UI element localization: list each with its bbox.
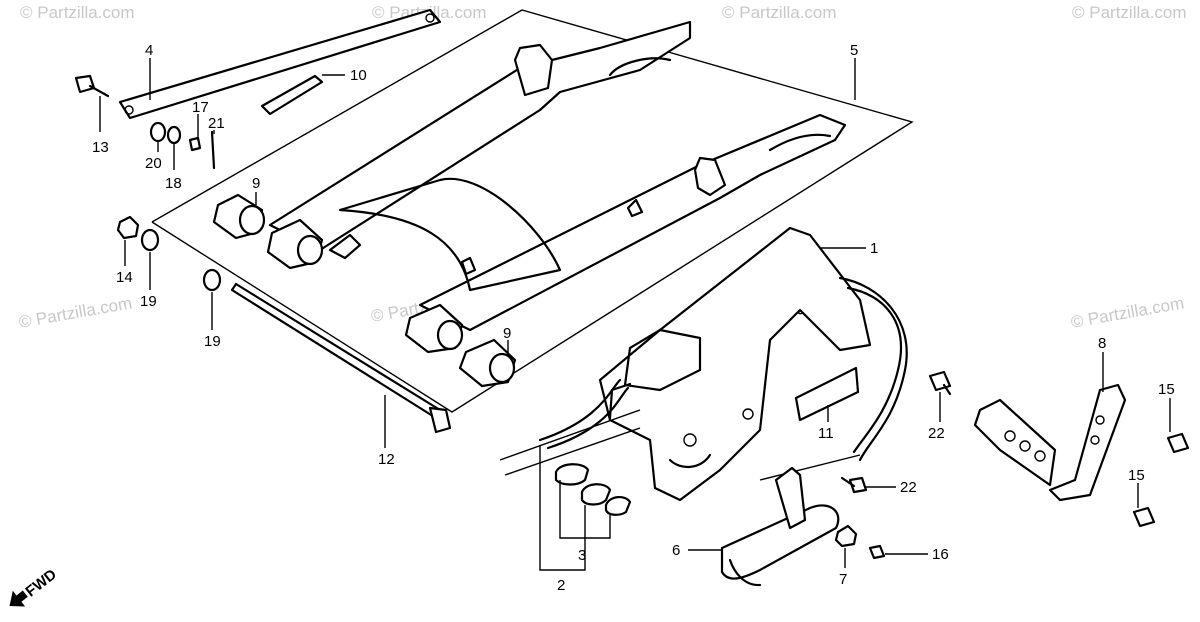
callout-2: 2 <box>557 577 565 594</box>
watermark-mid-right: © Partzilla.com <box>1069 293 1185 332</box>
hardware <box>74 74 1190 560</box>
callout-15-upper: 15 <box>1158 381 1175 398</box>
forward-direction-indicator: FWD <box>9 566 61 607</box>
callout-15-lower: 15 <box>1128 467 1145 484</box>
callout-20: 20 <box>145 155 162 172</box>
callout-11: 11 <box>818 425 834 442</box>
callout-22-upper: 22 <box>928 425 945 442</box>
callout-16: 16 <box>932 546 949 563</box>
fwd-label: FWD <box>23 566 61 601</box>
callout-8: 8 <box>1098 335 1106 352</box>
callout-19-mid: 19 <box>204 333 221 350</box>
callout-12: 12 <box>378 451 395 468</box>
callout-17: 17 <box>192 99 209 116</box>
torque-link <box>118 8 442 120</box>
drive-chain <box>499 276 908 481</box>
forward-arrow-icon <box>9 590 28 607</box>
chain-slider <box>720 466 840 587</box>
callout-9-upper: 9 <box>252 175 260 192</box>
swingarm-assembly-frame <box>151 9 914 413</box>
callouts: 4 10 5 13 17 21 20 18 9 14 19 19 9 12 1 … <box>92 42 1175 594</box>
callout-13: 13 <box>92 139 109 156</box>
callout-14: 14 <box>116 269 133 286</box>
callout-1: 1 <box>870 240 878 257</box>
callout-10: 10 <box>350 67 367 84</box>
callout-7: 7 <box>839 571 847 588</box>
callout-21: 21 <box>208 115 225 132</box>
watermark-top-left: © Partzilla.com <box>20 3 135 22</box>
callout-9-lower: 9 <box>503 325 511 342</box>
pivot-bushings <box>212 193 517 388</box>
brake-stay <box>973 383 1127 502</box>
callout-5: 5 <box>850 42 858 59</box>
swingarm <box>268 20 847 332</box>
chain-case <box>598 226 872 502</box>
watermark-top-right: © Partzilla.com <box>722 3 837 22</box>
callout-22-lower: 22 <box>900 479 917 496</box>
watermark-top-far-right: © Partzilla.com <box>1072 3 1187 22</box>
callout-18: 18 <box>165 175 182 192</box>
callout-19-left: 19 <box>140 293 157 310</box>
callout-4: 4 <box>145 42 153 59</box>
callout-6: 6 <box>672 542 680 559</box>
watermark-mid-left: © Partzilla.com <box>17 293 133 332</box>
leader-lines <box>99 58 1171 571</box>
callout-3: 3 <box>578 547 586 564</box>
master-link <box>554 463 632 516</box>
